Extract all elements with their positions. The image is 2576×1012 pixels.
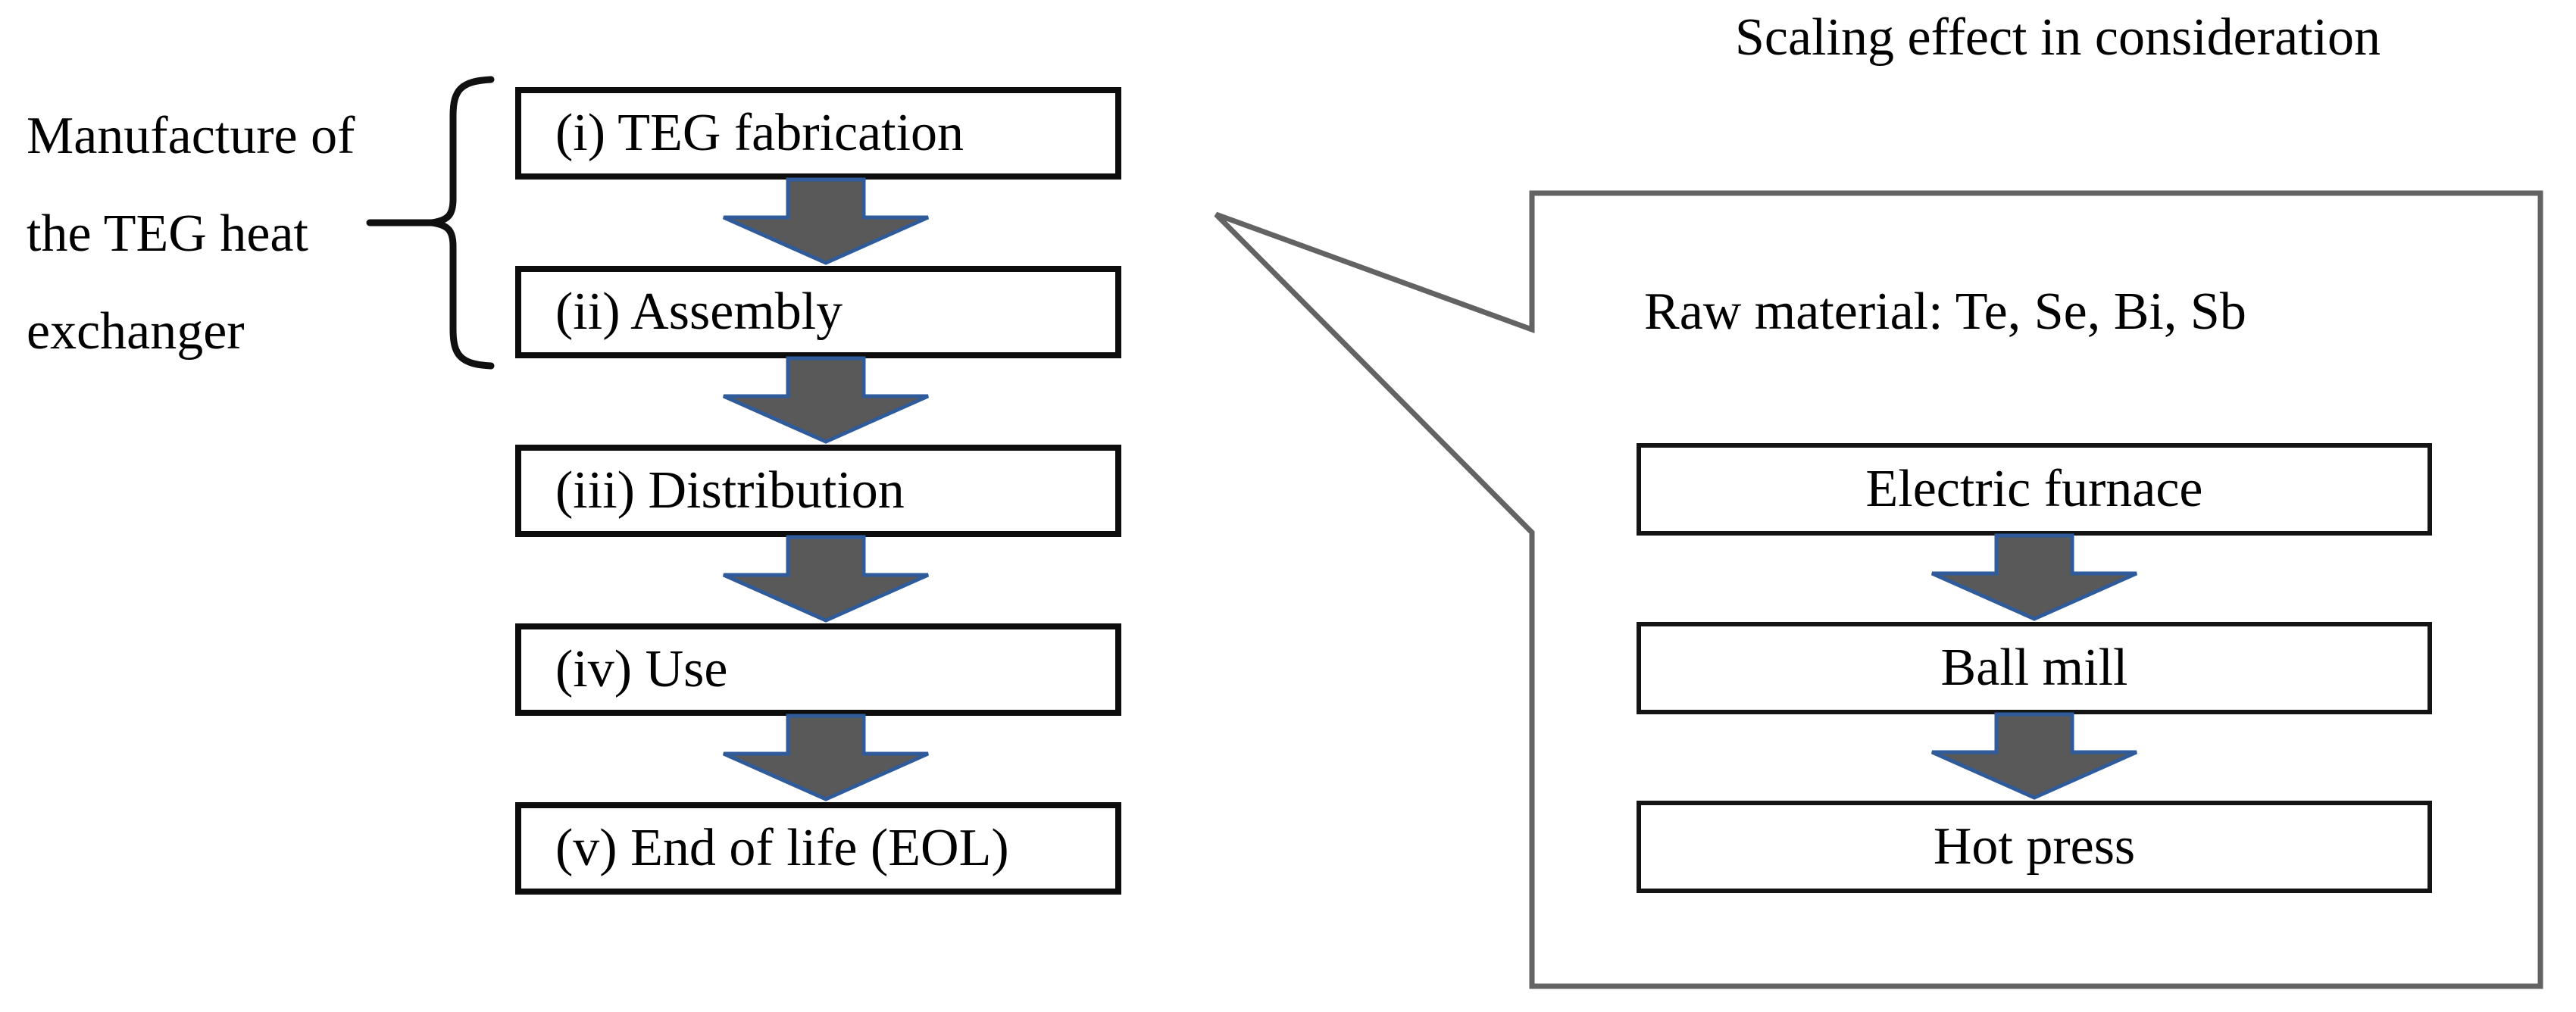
flow-stage-label: (iv) Use (555, 640, 728, 698)
flow-stage-box: (iv) Use (515, 623, 1121, 716)
flow-stage-box: (v) End of life (EOL) (515, 802, 1121, 895)
callout-step-box: Hot press (1637, 801, 2432, 893)
flow-stage-box: (iii) Distribution (515, 445, 1121, 537)
down-arrow-icon (722, 177, 930, 265)
down-arrow-icon (1930, 533, 2138, 621)
callout-title: Scaling effect in consideration (1735, 8, 2381, 67)
down-arrow-icon (722, 714, 930, 801)
callout-step-label: Ball mill (1940, 639, 2128, 697)
left-label: Manufacture of the TEG heat exchanger (27, 87, 355, 380)
down-arrow-icon (722, 356, 930, 444)
callout-step-box: Ball mill (1637, 622, 2432, 714)
left-label-line-2: the TEG heat (27, 205, 308, 263)
callout-step-label: Hot press (1933, 817, 2136, 876)
flow-stage-label: (iii) Distribution (555, 461, 905, 520)
callout-bubble (1214, 190, 2543, 989)
raw-material-label: Raw material: Te, Se, Bi, Sb (1644, 283, 2246, 341)
flow-stage-label: (ii) Assembly (555, 283, 843, 341)
flow-stage-label: (i) TEG fabrication (555, 104, 964, 162)
callout-step-label: Electric furnace (1865, 460, 2203, 518)
down-arrow-icon (722, 535, 930, 623)
curly-brace-icon (366, 76, 495, 370)
down-arrow-icon (1930, 712, 2138, 800)
left-label-line-3: exchanger (27, 302, 245, 361)
left-label-line-1: Manufacture of (27, 107, 355, 165)
flow-stage-label: (v) End of life (EOL) (555, 819, 1009, 877)
callout-step-box: Electric furnace (1637, 443, 2432, 536)
flow-stage-box: (i) TEG fabrication (515, 87, 1121, 180)
flow-stage-box: (ii) Assembly (515, 266, 1121, 358)
